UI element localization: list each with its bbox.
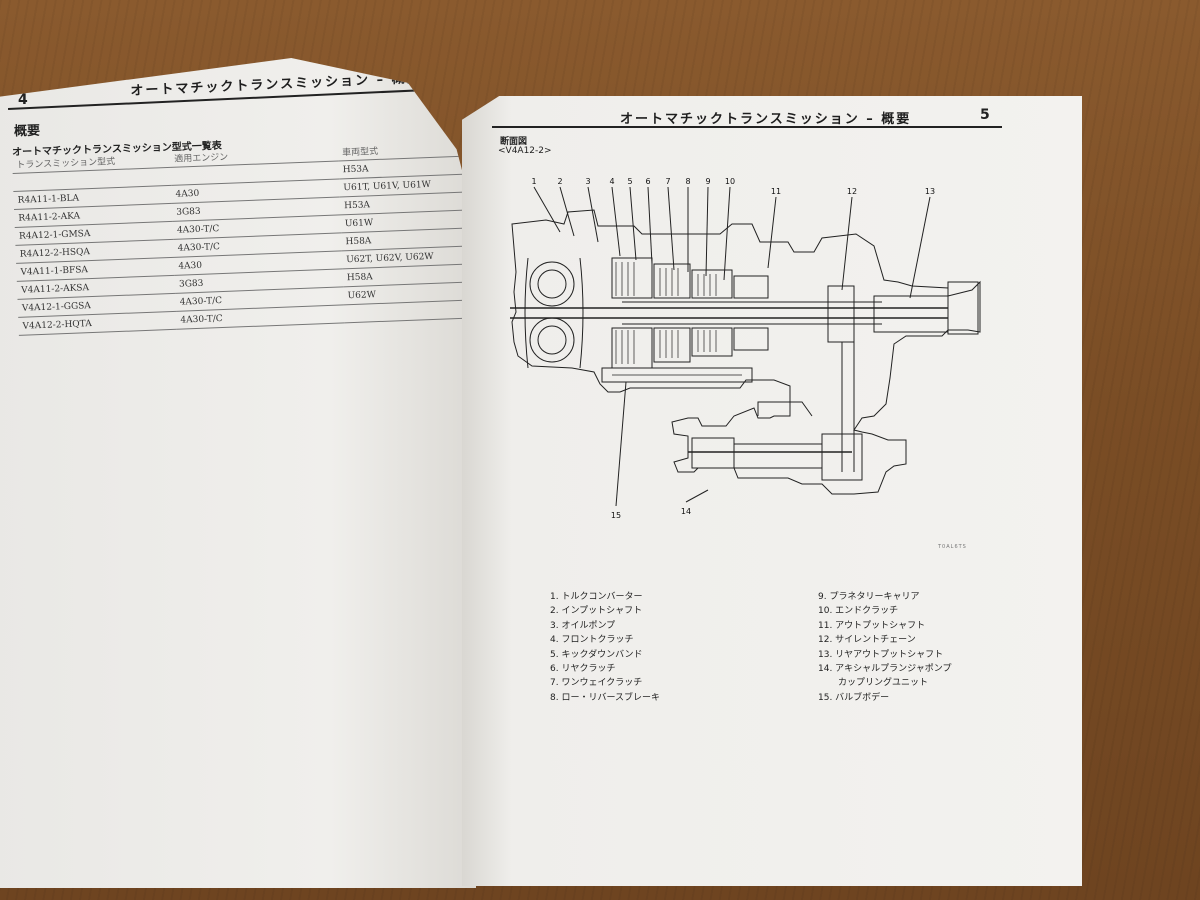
legend-item: 4. フロントクラッチ <box>550 635 634 646</box>
callout-number: 8 <box>685 177 690 186</box>
right-header-rule <box>492 126 1002 128</box>
legend-item: 5. キックダウンバンド <box>550 649 643 660</box>
right-section-title: 断面図 <box>500 137 528 147</box>
callout-number: 12 <box>847 187 857 196</box>
legend-item: 15. バルブボデー <box>818 692 890 703</box>
legend-item: 1. トルクコンバーター <box>550 592 643 602</box>
callout-number: 4 <box>609 177 614 186</box>
callout-number: 2 <box>557 177 562 186</box>
callout-number: 7 <box>665 177 670 186</box>
callout-number: 13 <box>925 187 935 196</box>
legend-item: 3. オイルポンプ <box>550 620 616 631</box>
left-page-number: 4 <box>18 92 28 108</box>
legend-item: カップリングユニット <box>838 678 929 689</box>
right-page-header: オートマチックトランスミッション – 概要 <box>620 112 912 127</box>
legend-item: 13. リヤアウトプットシャフト <box>818 649 944 660</box>
right-page: オートマチックトランスミッション – 概要 5 断面図 <V4A12-2> <box>462 96 1082 886</box>
right-page-number: 5 <box>980 107 990 123</box>
callout-number: 6 <box>645 177 650 186</box>
model-label: <V4A12-2> <box>498 146 552 156</box>
legend-item: 9. プラネタリーキャリア <box>818 592 920 602</box>
legend-left: 1. トルクコンバーター 2. インプットシャフト 3. オイルポンプ 4. フロント… <box>550 590 660 705</box>
callout-number: 10 <box>725 177 735 186</box>
figure-code: T0AL6TS <box>938 544 967 550</box>
legend-item: 7. ワンウェイクラッチ <box>550 678 643 689</box>
callout-number: 3 <box>585 177 590 186</box>
legend-right: 9. プラネタリーキャリア 10. エンドクラッチ 11. アウトプットシャフト 12… <box>818 590 951 705</box>
callout-number: 5 <box>627 177 632 186</box>
callout-number: 11 <box>771 187 781 196</box>
legend-item: 2. インプットシャフト <box>550 606 643 617</box>
legend-item: 12. サイレントチェーン <box>818 635 916 646</box>
legend-item: 6. リヤクラッチ <box>550 664 616 675</box>
left-section-title: 概要 <box>13 123 41 140</box>
callout-number: 14 <box>681 507 691 516</box>
callout-number: 1 <box>531 177 536 186</box>
legend-item: 8. ロー・リバースブレーキ <box>550 692 660 703</box>
callout-number: 9 <box>705 177 710 186</box>
legend-item: 14. アキシャルプランジャポンプ <box>818 664 952 675</box>
legend-item: 10. エンドクラッチ <box>818 606 899 617</box>
legend-item: 11. アウトプットシャフト <box>818 620 926 631</box>
left-page: 4 オートマチックトランスミッション – 概要 概要 オートマチックトランスミッ… <box>0 58 476 888</box>
callout-number: 15 <box>611 511 621 520</box>
cell-vehicle <box>343 300 469 323</box>
